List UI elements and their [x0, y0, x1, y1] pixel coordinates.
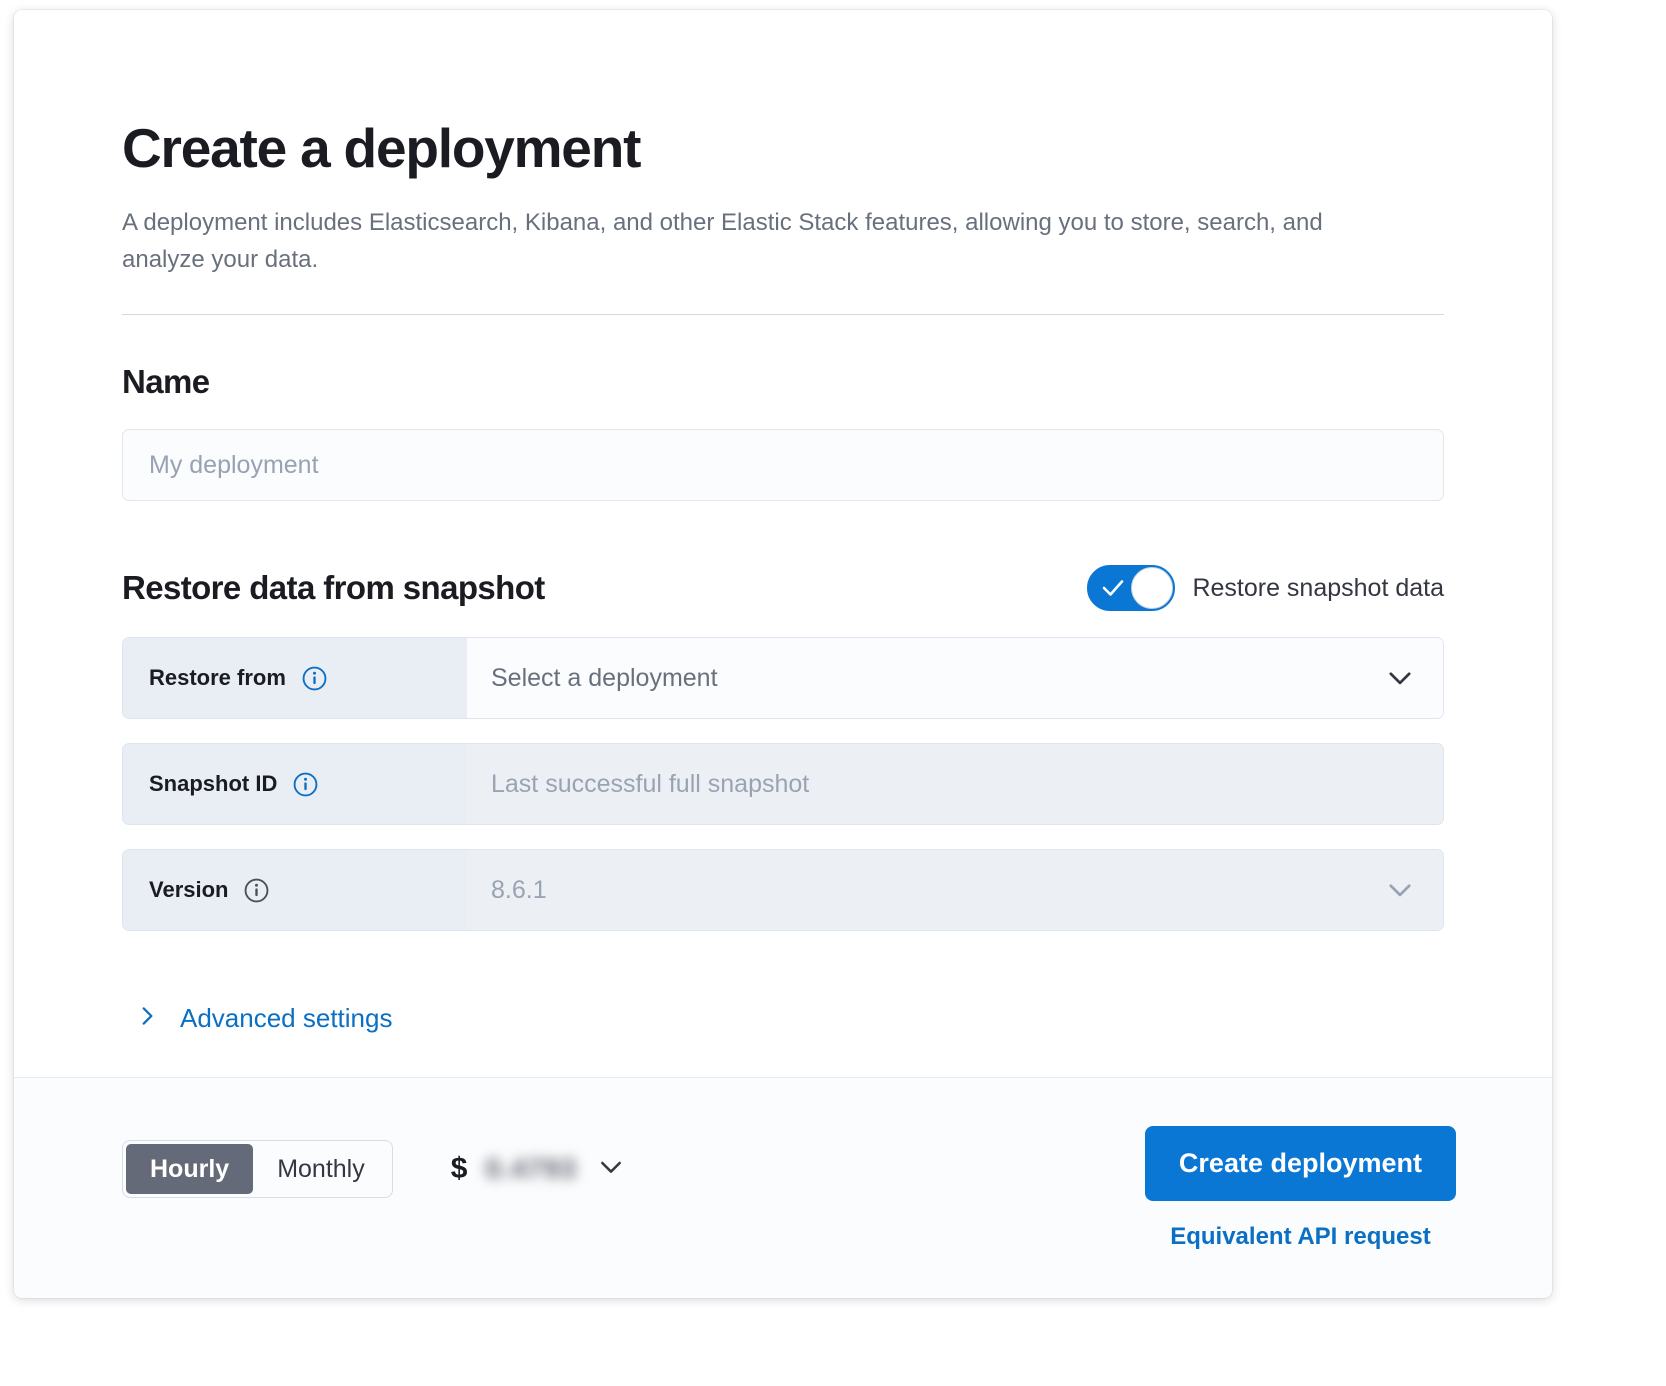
restore-section-heading: Restore data from snapshot [122, 569, 545, 607]
equivalent-api-request-link[interactable]: Equivalent API request [1170, 1223, 1431, 1250]
restore-from-select[interactable]: Select a deployment [467, 638, 1443, 719]
chevron-right-icon [134, 1003, 160, 1034]
restore-snapshot-toggle[interactable] [1087, 565, 1176, 612]
version-value: 8.6.1 [491, 875, 547, 904]
restore-from-label: Restore from [149, 665, 286, 691]
panel-content: Create a deployment A deployment include… [14, 10, 1552, 1077]
page-title: Create a deployment [122, 117, 641, 179]
form-label-cell: Snapshot ID [123, 744, 467, 825]
form-label-cell: Version [123, 850, 467, 931]
form-row-version[interactable]: Version 8.6.1 [122, 849, 1444, 932]
billing-option-monthly[interactable]: Monthly [277, 1154, 365, 1183]
restore-snapshot-toggle-label: Restore snapshot data [1192, 573, 1444, 602]
create-deployment-button[interactable]: Create deployment [1144, 1126, 1456, 1201]
billing-period-segmented-control[interactable]: Hourly Monthly [122, 1140, 393, 1198]
footer-left: Hourly Monthly $ 0.4793 [122, 1140, 627, 1198]
billing-option-hourly[interactable]: Hourly [126, 1144, 254, 1194]
restore-from-value: Select a deployment [491, 663, 718, 692]
check-icon [1103, 580, 1124, 596]
chevron-down-icon[interactable] [1383, 873, 1417, 907]
deployment-name-placeholder: My deployment [149, 450, 319, 479]
advanced-settings-label: Advanced settings [180, 1003, 393, 1034]
version-select[interactable]: 8.6.1 [467, 850, 1443, 931]
chevron-down-icon[interactable] [595, 1151, 627, 1188]
content-inner: Create a deployment A deployment include… [14, 10, 1444, 1034]
name-section-heading: Name [122, 363, 210, 401]
footer-right: Create deployment Equivalent API request [1144, 1126, 1456, 1251]
price-amount: 0.4793 [485, 1153, 578, 1184]
info-circle-icon[interactable] [244, 878, 269, 903]
footer-inner: Hourly Monthly $ 0.4793 Create deploymen… [14, 1078, 1552, 1298]
form-row-restore-from[interactable]: Restore from Select a deployment [122, 637, 1444, 720]
restore-section-header: Restore data from snapshot Restore snaps… [122, 565, 1444, 612]
snapshot-id-label: Snapshot ID [149, 771, 278, 797]
info-circle-icon[interactable] [293, 772, 318, 797]
price-summary[interactable]: $ 0.4793 [451, 1151, 627, 1188]
deployment-name-input[interactable]: My deployment [122, 429, 1444, 502]
form-label-cell: Restore from [123, 638, 467, 719]
header-divider [122, 314, 1444, 316]
version-label: Version [149, 877, 229, 903]
create-deployment-panel: Create a deployment A deployment include… [14, 10, 1552, 1298]
snapshot-id-input[interactable]: Last successful full snapshot [467, 744, 1443, 825]
page-description: A deployment includes Elasticsearch, Kib… [122, 208, 1323, 273]
advanced-settings-toggle[interactable]: Advanced settings [134, 1003, 392, 1034]
toggle-knob [1131, 567, 1174, 610]
info-circle-icon[interactable] [302, 666, 327, 691]
restore-snapshot-toggle-wrap[interactable]: Restore snapshot data [1087, 565, 1444, 612]
snapshot-id-value: Last successful full snapshot [491, 769, 810, 798]
chevron-down-icon[interactable] [1383, 661, 1417, 695]
price-currency-symbol: $ [450, 1152, 468, 1185]
form-row-snapshot-id[interactable]: Snapshot ID Last successful full snapsho… [122, 743, 1444, 826]
footer-bar: Hourly Monthly $ 0.4793 Create deploymen… [14, 1077, 1552, 1298]
